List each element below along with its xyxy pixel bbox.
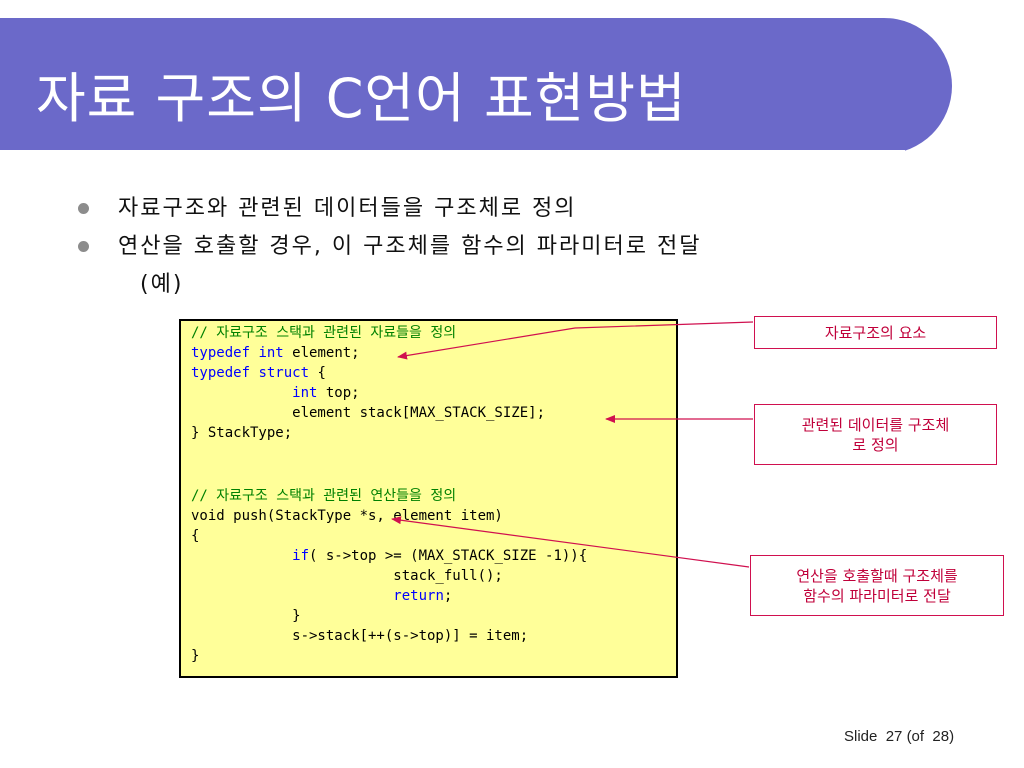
page-title: 자료 구조의 C언어 표현방법 bbox=[36, 67, 687, 130]
code-line-6: } StackType; bbox=[191, 425, 293, 441]
keyword-typedef: typedef bbox=[191, 365, 251, 381]
code-line-16: } bbox=[191, 648, 200, 664]
example-label: (예) bbox=[140, 272, 184, 297]
callout-text-1: 자료구조의 요소 bbox=[824, 323, 927, 342]
bullet-dot-icon bbox=[78, 203, 89, 214]
bullet-dot-icon bbox=[78, 241, 89, 252]
code-line-3: typedef struct { bbox=[191, 363, 326, 383]
slide-label: Slide bbox=[844, 728, 878, 745]
code-text: element; bbox=[283, 345, 360, 361]
code-line-4: int top; bbox=[191, 383, 360, 403]
slide-number: Slide 27 (of 28) bbox=[844, 728, 954, 745]
callout-text-3b: 함수의 파라미터로 전달 bbox=[803, 586, 951, 605]
bullet-text-1: 자료구조와 관련된 데이터들을 구조체로 정의 bbox=[118, 196, 577, 221]
code-line-11: if( s->top >= (MAX_STACK_SIZE -1)){ bbox=[191, 546, 587, 566]
code-line-12: stack_full(); bbox=[191, 568, 503, 584]
slide-current: 27 bbox=[885, 728, 903, 745]
arrow-1 bbox=[397, 321, 754, 360]
keyword-struct: struct bbox=[258, 365, 310, 381]
callout-text-2a: 관련된 데이터를 구조체 bbox=[801, 415, 950, 434]
code-comment-1: // 자료구조 스택과 관련된 자료들을 정의 bbox=[191, 325, 457, 341]
title-bar: 자료 구조의 C언어 표현방법 bbox=[0, 18, 952, 154]
code-line-2: typedef int element; bbox=[191, 343, 360, 363]
code-line-9: void push(StackType *s, element item) bbox=[191, 508, 503, 524]
title-underline bbox=[0, 150, 905, 154]
slide-of: (of bbox=[906, 728, 925, 745]
callout-box-2: 관련된 데이터를 구조체 로 정의 bbox=[754, 404, 997, 465]
slide-total: 28) bbox=[932, 728, 955, 745]
keyword-typedef: typedef bbox=[191, 345, 251, 361]
code-text: top; bbox=[317, 385, 360, 401]
callout-text-3a: 연산을 호출할때 구조체를 bbox=[796, 566, 958, 585]
code-text: { bbox=[309, 365, 326, 381]
callout-text-2b: 로 정의 bbox=[852, 435, 899, 454]
keyword-int: int bbox=[258, 345, 284, 361]
bullet-text-2: 연산을 호출할 경우, 이 구조체를 함수의 파라미터로 전달 bbox=[118, 234, 702, 259]
code-line-13: return; bbox=[191, 586, 452, 606]
keyword-int: int bbox=[292, 385, 318, 401]
code-block: // 자료구조 스택과 관련된 자료들을 정의 typedef int elem… bbox=[179, 319, 678, 678]
callout-box-1: 자료구조의 요소 bbox=[754, 316, 997, 349]
arrow-3 bbox=[391, 516, 750, 568]
keyword-return: return bbox=[393, 588, 444, 604]
code-text: ; bbox=[443, 588, 453, 604]
code-line-5: element stack[MAX_STACK_SIZE]; bbox=[191, 405, 546, 421]
code-line-15: s->stack[++(s->top)] = item; bbox=[191, 628, 529, 644]
code-comment-2: // 자료구조 스택과 관련된 연산들을 정의 bbox=[191, 488, 457, 504]
keyword-if: if bbox=[292, 548, 310, 564]
callout-box-3: 연산을 호출할때 구조체를 함수의 파라미터로 전달 bbox=[750, 555, 1004, 616]
code-line-10: { bbox=[191, 528, 200, 544]
code-text: ( s->top >= (MAX_STACK_SIZE -1)){ bbox=[309, 548, 588, 564]
code-line-14: } bbox=[191, 608, 301, 624]
